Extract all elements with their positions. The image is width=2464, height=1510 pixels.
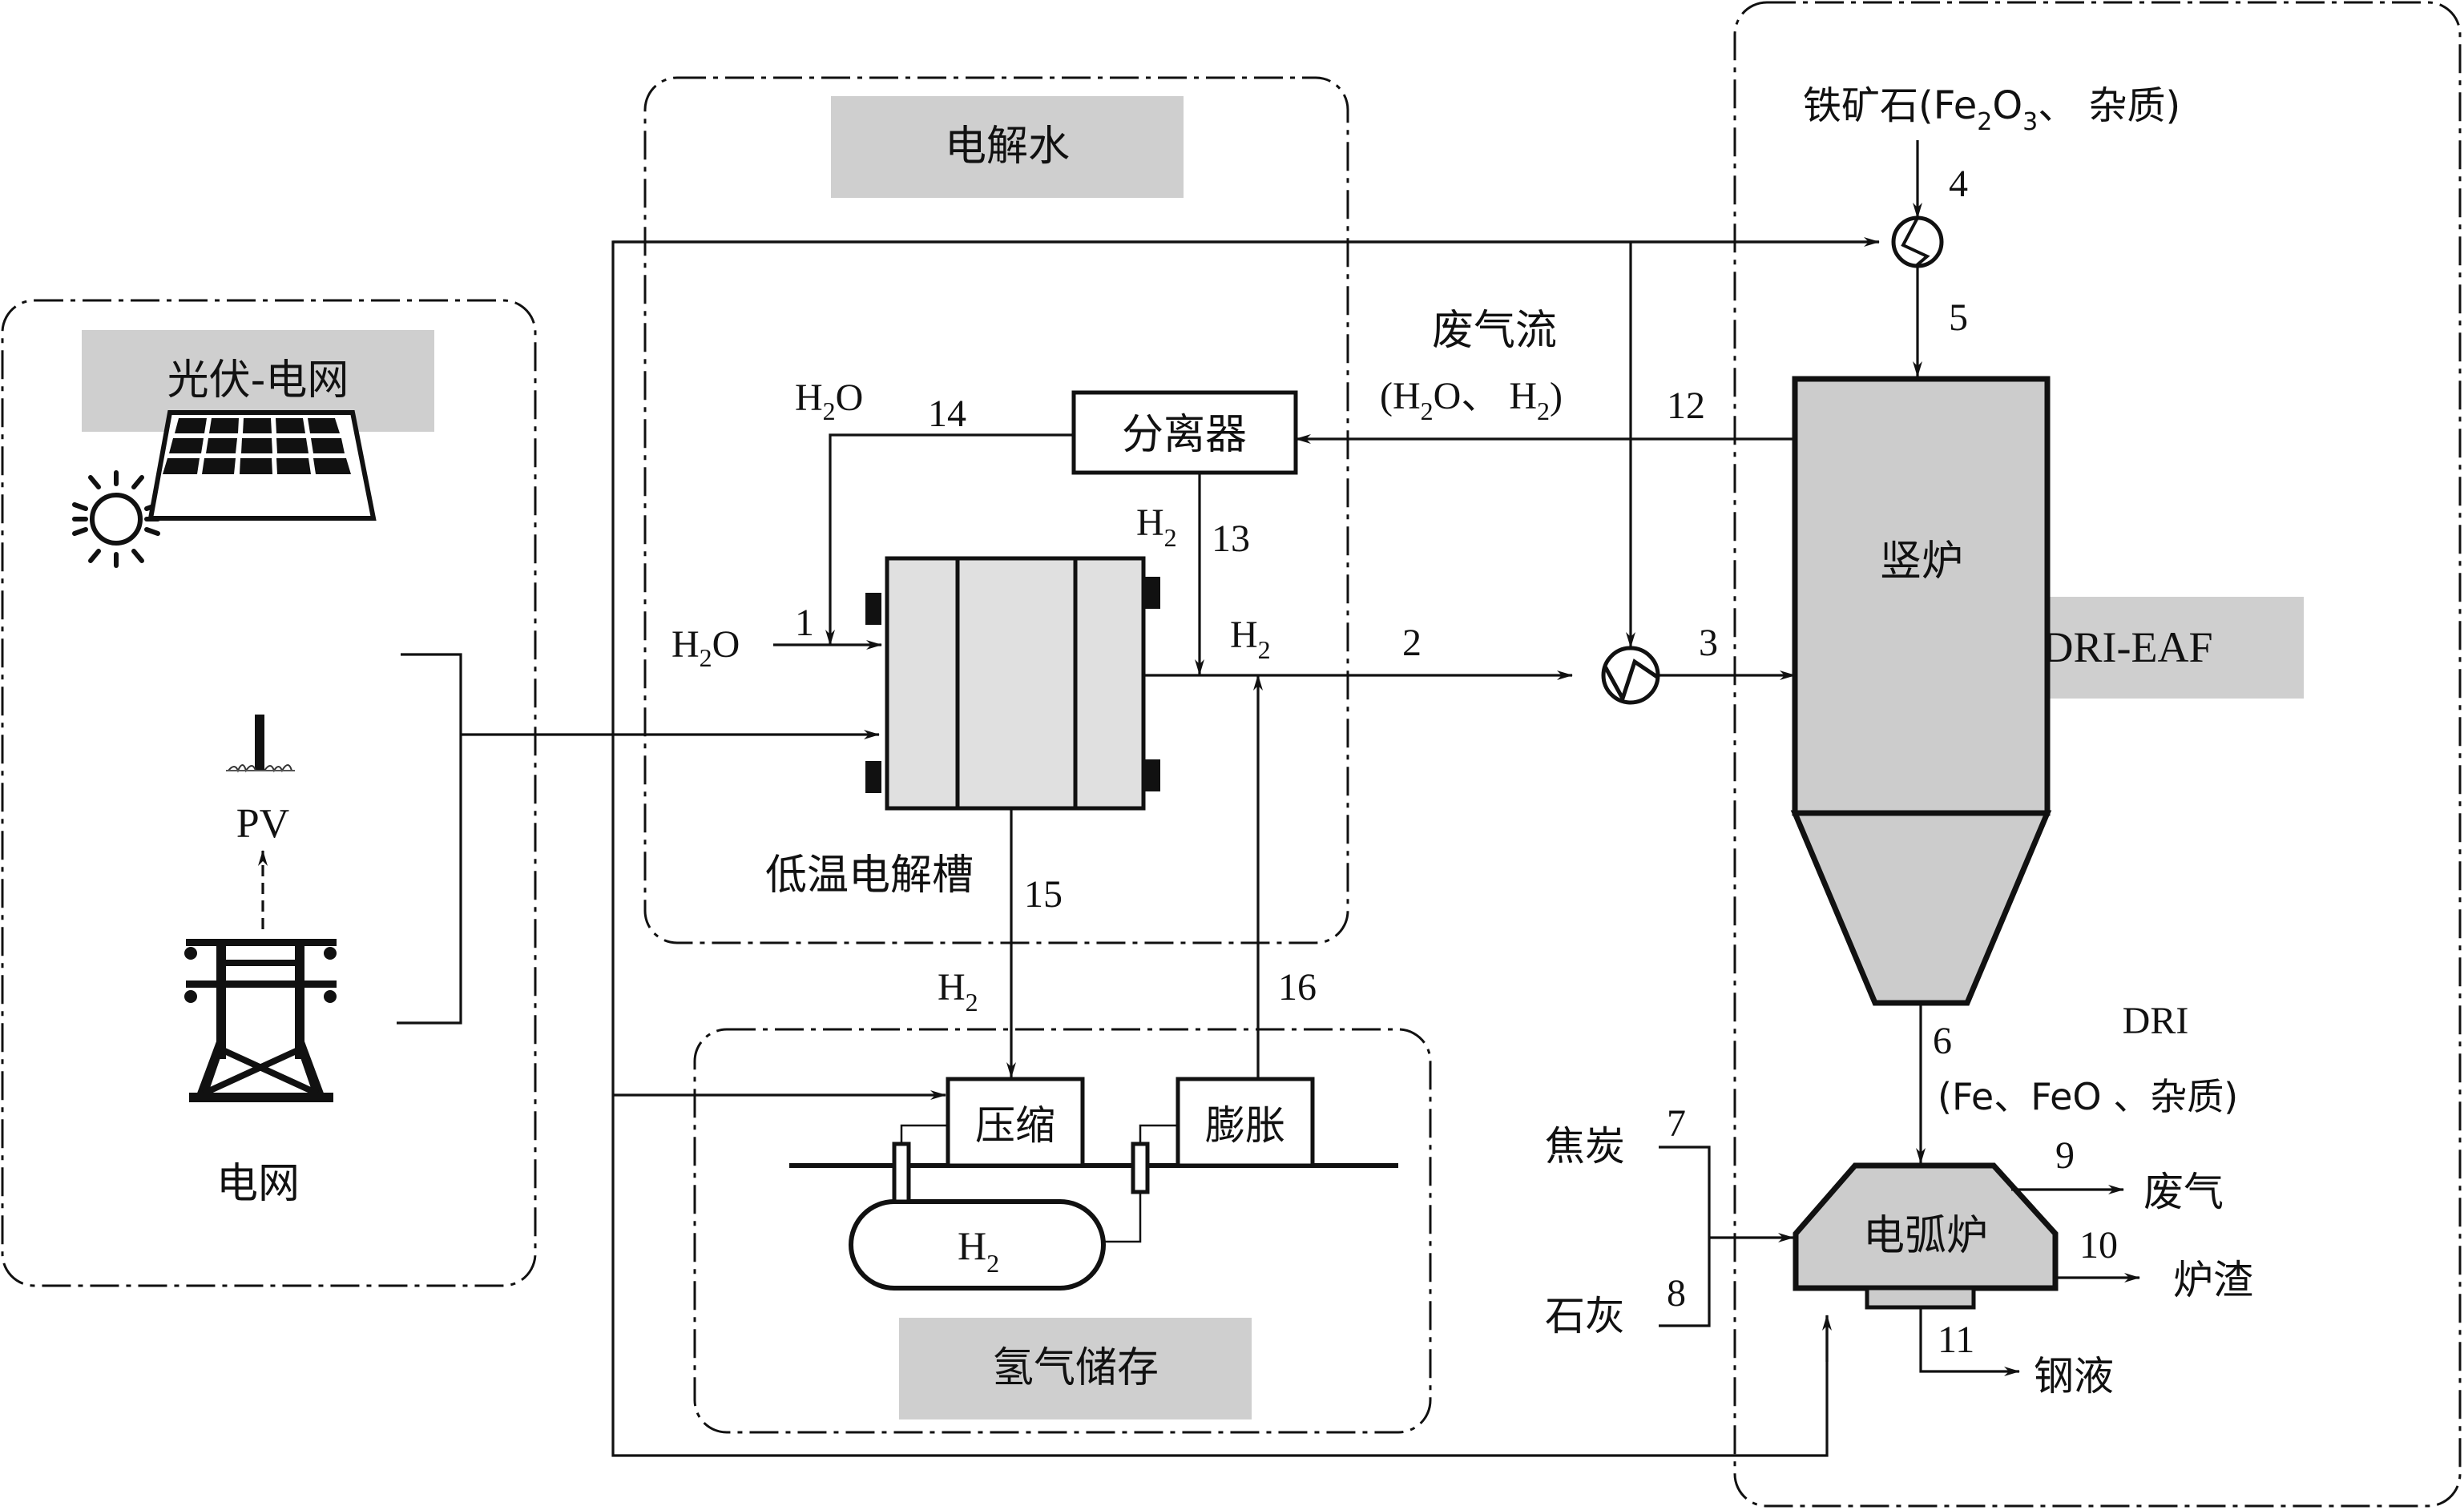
electrolysis-title-text: 电解水 (945, 123, 1070, 171)
dri-eaf-title-text: DRI-EAF (2043, 623, 2213, 671)
offgas-title: 废气流 (1432, 307, 1557, 355)
power-tower-icon (184, 939, 337, 1102)
stream-6-label: 6 (1933, 1020, 1952, 1062)
iron-ore-label: 铁矿石(Fe2O3、 杂质) (1803, 83, 2180, 136)
electrolyzer-label: 低温电解槽 (765, 852, 974, 900)
stream-9-label: 9 (2055, 1134, 2075, 1177)
coke-label: 焦炭 (1545, 1123, 1625, 1170)
h2o-feed-label: H2O (671, 623, 740, 672)
ore-heater-icon (1891, 215, 1944, 268)
tank-label: H2 (958, 1223, 999, 1278)
compressor-label: 压缩 (975, 1102, 1055, 1149)
dri-eaf-section-border (1733, 1, 2462, 1508)
stream-5-label: 5 (1949, 296, 1968, 339)
stream-10-label: 10 (2079, 1224, 2118, 1266)
stream-1-label: 1 (795, 602, 814, 644)
h2-storage-title-text: 氢气储存 (992, 1344, 1159, 1392)
expander-valve (1103, 1124, 1178, 1243)
h2o-recycle-label: H2O (795, 376, 863, 425)
h2-tank: H2 (849, 1199, 1106, 1291)
stream-14-label: 14 (928, 393, 966, 435)
electrolyzer-unit (865, 556, 1160, 811)
separator-unit: 分离器 (1071, 390, 1298, 475)
grass-icon (226, 715, 295, 773)
h2-storage-section-border (693, 1028, 1432, 1434)
compressor-valve (892, 1124, 948, 1204)
stream-11-label: 11 (1938, 1319, 1974, 1361)
dri-label: DRI (2123, 1000, 2189, 1042)
sun-icon (72, 470, 160, 568)
h2-storage-title: 氢气储存 (899, 1318, 1252, 1419)
steel-out-label: 钢液 (2034, 1353, 2114, 1399)
shaft-furnace-label: 竖炉 (1880, 538, 1963, 586)
stream-3-label: 3 (1699, 622, 1718, 664)
h2-heater-icon (1601, 646, 1660, 705)
expander-label: 膨胀 (1205, 1102, 1285, 1149)
grid-label: 电网 (216, 1160, 300, 1208)
electrolysis-title: 电解水 (831, 96, 1184, 198)
shaft-furnace (1790, 376, 2052, 1006)
offgas-out-label: 废气 (2143, 1169, 2224, 1215)
h2-separator-label: H2 (1136, 501, 1177, 552)
h2o-recycle-line (825, 433, 1074, 646)
stream-4-label: 4 (1949, 163, 1968, 205)
h2-product-label: H2 (1230, 614, 1271, 664)
separator-label: 分离器 (1122, 411, 1247, 459)
stream-2-label: 2 (1402, 622, 1422, 664)
stream-11-arrow (1919, 1307, 2020, 1376)
electrolysis-section-border (643, 76, 1349, 944)
stream-12-label: 12 (1667, 385, 1705, 427)
slag-out-label: 炉渣 (2173, 1257, 2253, 1303)
power-bracket (397, 653, 462, 1025)
eaf-unit (1793, 1162, 2059, 1310)
stream-13-label: 13 (1212, 517, 1250, 560)
stream-15-label: 15 (1024, 873, 1063, 916)
offgas-composition: (H2O、 H2) (1380, 375, 1563, 425)
h2-to-storage-label: H2 (938, 966, 978, 1017)
pv-grid-section-border (1, 299, 537, 1287)
pv-label: PV (236, 801, 289, 847)
lime-label: 石灰 (1545, 1293, 1625, 1339)
stream-16-label: 16 (1278, 966, 1317, 1009)
expander-unit: 膨胀 (1176, 1077, 1315, 1168)
stream-8-label: 8 (1667, 1272, 1686, 1315)
compressor-unit: 压缩 (946, 1077, 1085, 1168)
eaf-label: 电弧炉 (1863, 1212, 1988, 1260)
dri-composition: (Fe、FeO 、杂质) (1938, 1075, 2238, 1118)
stream-7-label: 7 (1667, 1102, 1686, 1145)
pv-grid-title-text: 光伏-电网 (167, 356, 349, 405)
solar-panel-icon (147, 410, 377, 521)
